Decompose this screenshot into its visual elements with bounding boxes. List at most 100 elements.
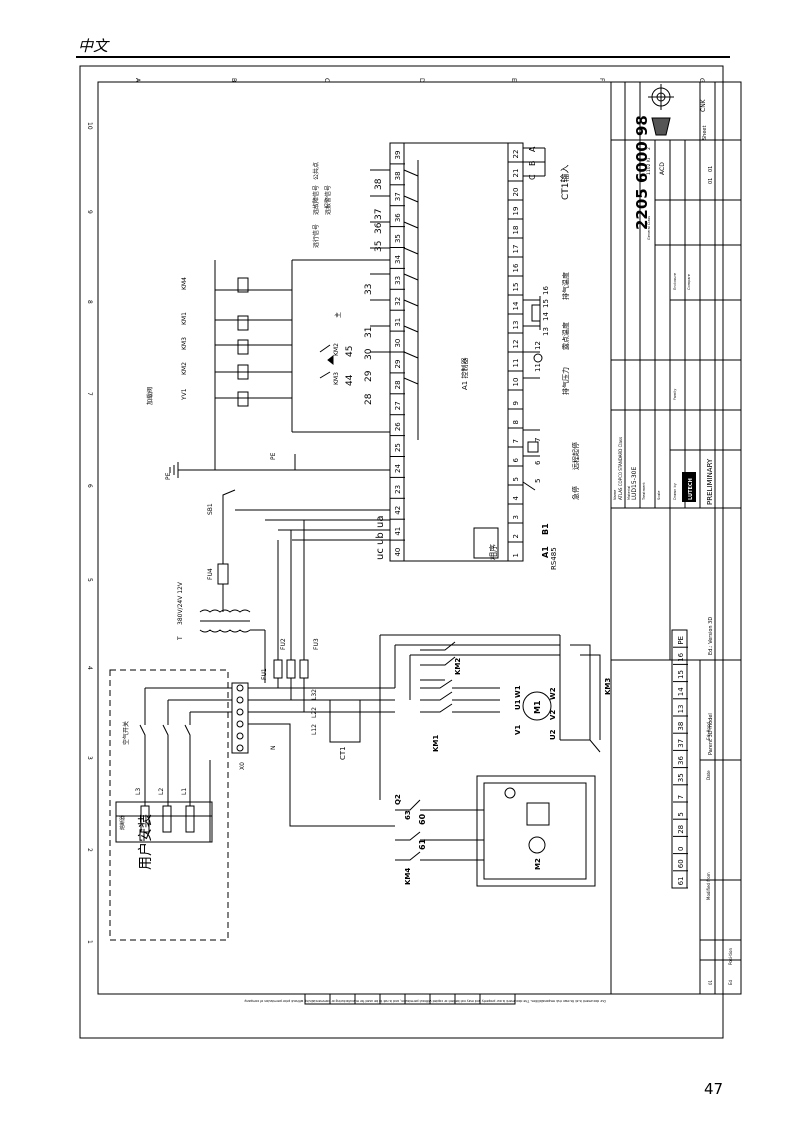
- row-marker-1: 1: [86, 940, 93, 944]
- material-label: Material: [627, 486, 631, 500]
- num-28: 28: [364, 393, 374, 405]
- standard-class: ATLAS COPCO STANDARD Class: [618, 437, 623, 500]
- l3-label: L3: [135, 788, 142, 795]
- sheet-value: 01: [708, 166, 714, 172]
- label-ub: ub: [375, 532, 386, 545]
- dew-temp-label: 露点温度: [561, 322, 570, 350]
- sheet-label: Sheet: [702, 126, 708, 140]
- phase-seq-box: [473, 527, 499, 559]
- num-31: 31: [364, 327, 374, 338]
- sheet-total: 01: [708, 178, 714, 184]
- relay-coils: [214, 259, 390, 470]
- num-11: 11: [534, 363, 542, 372]
- column-marker-a: A: [134, 78, 141, 83]
- row-marker-4: 4: [86, 666, 93, 670]
- l32-label: L32: [311, 689, 318, 700]
- column-marker-e: E: [510, 78, 517, 82]
- fu3-label: FU3: [313, 638, 320, 650]
- num-38: 38: [374, 178, 384, 190]
- terminal-strip-61: 61: [677, 876, 685, 885]
- position-label: Posi-tion: [728, 948, 733, 965]
- terminal-top-27: 27: [394, 401, 402, 410]
- signal-output-contacts: [370, 160, 419, 440]
- terminal-top-37: 37: [394, 192, 402, 201]
- terminal-bottom-22: 22: [512, 150, 520, 159]
- km2-coil-label: KM2: [181, 362, 188, 375]
- n-label: N: [270, 746, 277, 751]
- num-15: 15: [542, 299, 550, 308]
- km3-coil-label: KM3: [181, 337, 188, 350]
- row-marker-6: 6: [86, 484, 93, 488]
- row-marker-8: 8: [86, 300, 93, 304]
- header-rule: [76, 56, 730, 58]
- modified-from-label: Modified from: [706, 872, 711, 900]
- phase-b-label: B: [528, 161, 537, 167]
- transformer-spec: 380V/24V 12V: [177, 581, 184, 625]
- estop-label: 急停: [571, 486, 580, 500]
- u1-label: U1: [514, 699, 522, 710]
- terminal-top-34: 34: [394, 254, 402, 263]
- terminal-bottom-15: 15: [512, 283, 520, 292]
- pe-label-left: PE: [165, 472, 172, 480]
- fuse-block-label: 熔断器: [119, 815, 126, 830]
- terminal-bottom-12: 12: [512, 340, 520, 349]
- num-60: 60: [418, 813, 427, 825]
- terminal-bottom-6: 6: [512, 458, 520, 463]
- m1-motor-label: M1: [533, 700, 542, 714]
- num-36: 36: [374, 222, 384, 234]
- v1-label: V1: [514, 725, 522, 735]
- scale-value: 2: [646, 147, 652, 150]
- label-a1: A1: [541, 546, 550, 558]
- num-33: 33: [364, 284, 374, 295]
- row-marker-7: 7: [86, 392, 93, 396]
- label-uc: uc: [375, 548, 386, 560]
- km3-contactor-label: KM3: [604, 678, 612, 695]
- control-fuses: [273, 520, 309, 712]
- terminal-top-24: 24: [394, 463, 402, 472]
- controller-a1: A1 控制器 相序: [389, 142, 524, 562]
- m2-motor-label: M2: [534, 858, 542, 870]
- km4-contactor-label: KM4: [404, 868, 412, 885]
- terminal-strip-60: 60: [677, 859, 685, 868]
- terminal-bottom-5: 5: [512, 477, 520, 481]
- row-marker-5: 5: [86, 578, 93, 582]
- terminal-top-36: 36: [394, 213, 402, 222]
- terminal-bottom-8: 8: [512, 420, 520, 424]
- label-ua: ua: [375, 516, 386, 528]
- num-30: 30: [364, 348, 374, 360]
- model-name: LUD15-30E: [631, 467, 638, 500]
- pe-ground: [169, 454, 390, 478]
- terminal-top-23: 23: [394, 485, 402, 494]
- load-valve-label: 加载阀: [146, 387, 154, 405]
- terminal-strip-7: 7: [677, 795, 685, 799]
- yv1-coil-label: YV1: [181, 388, 188, 401]
- x0-terminal-block: [231, 682, 249, 754]
- remote-start-label: 远程起停: [571, 442, 580, 470]
- sensors: [522, 296, 543, 491]
- terminal-bottom-21: 21: [512, 169, 520, 178]
- ed-value: 01: [708, 979, 713, 985]
- terminal-strip-16: 16: [677, 652, 685, 661]
- l1-label: L1: [181, 788, 188, 795]
- common-label: 公共点: [312, 162, 320, 180]
- transformer-label: T: [177, 636, 184, 641]
- l2-label: L2: [158, 788, 165, 795]
- row-marker-2: 2: [86, 848, 93, 852]
- l12-label: L12: [311, 724, 318, 735]
- column-marker-b: B: [230, 78, 237, 82]
- num-6: 6: [534, 460, 542, 465]
- num-7: 7: [534, 438, 542, 442]
- general-class-label: General Class: [647, 216, 651, 240]
- terminal-bottom-18: 18: [512, 226, 520, 235]
- confidentiality-note: Our document is at its own risk responsi…: [244, 999, 606, 1003]
- phase-c-label: C: [528, 174, 537, 180]
- exhaust-temp-label: 排气温度: [561, 272, 570, 300]
- fuse-block: [115, 801, 213, 843]
- terminal-top-26: 26: [394, 422, 402, 431]
- transformer-t: [199, 489, 390, 683]
- x0-label: X0: [239, 762, 246, 770]
- km3-contact-label: KM3: [333, 372, 340, 385]
- fault-signal-label: 远故障信号: [312, 185, 320, 215]
